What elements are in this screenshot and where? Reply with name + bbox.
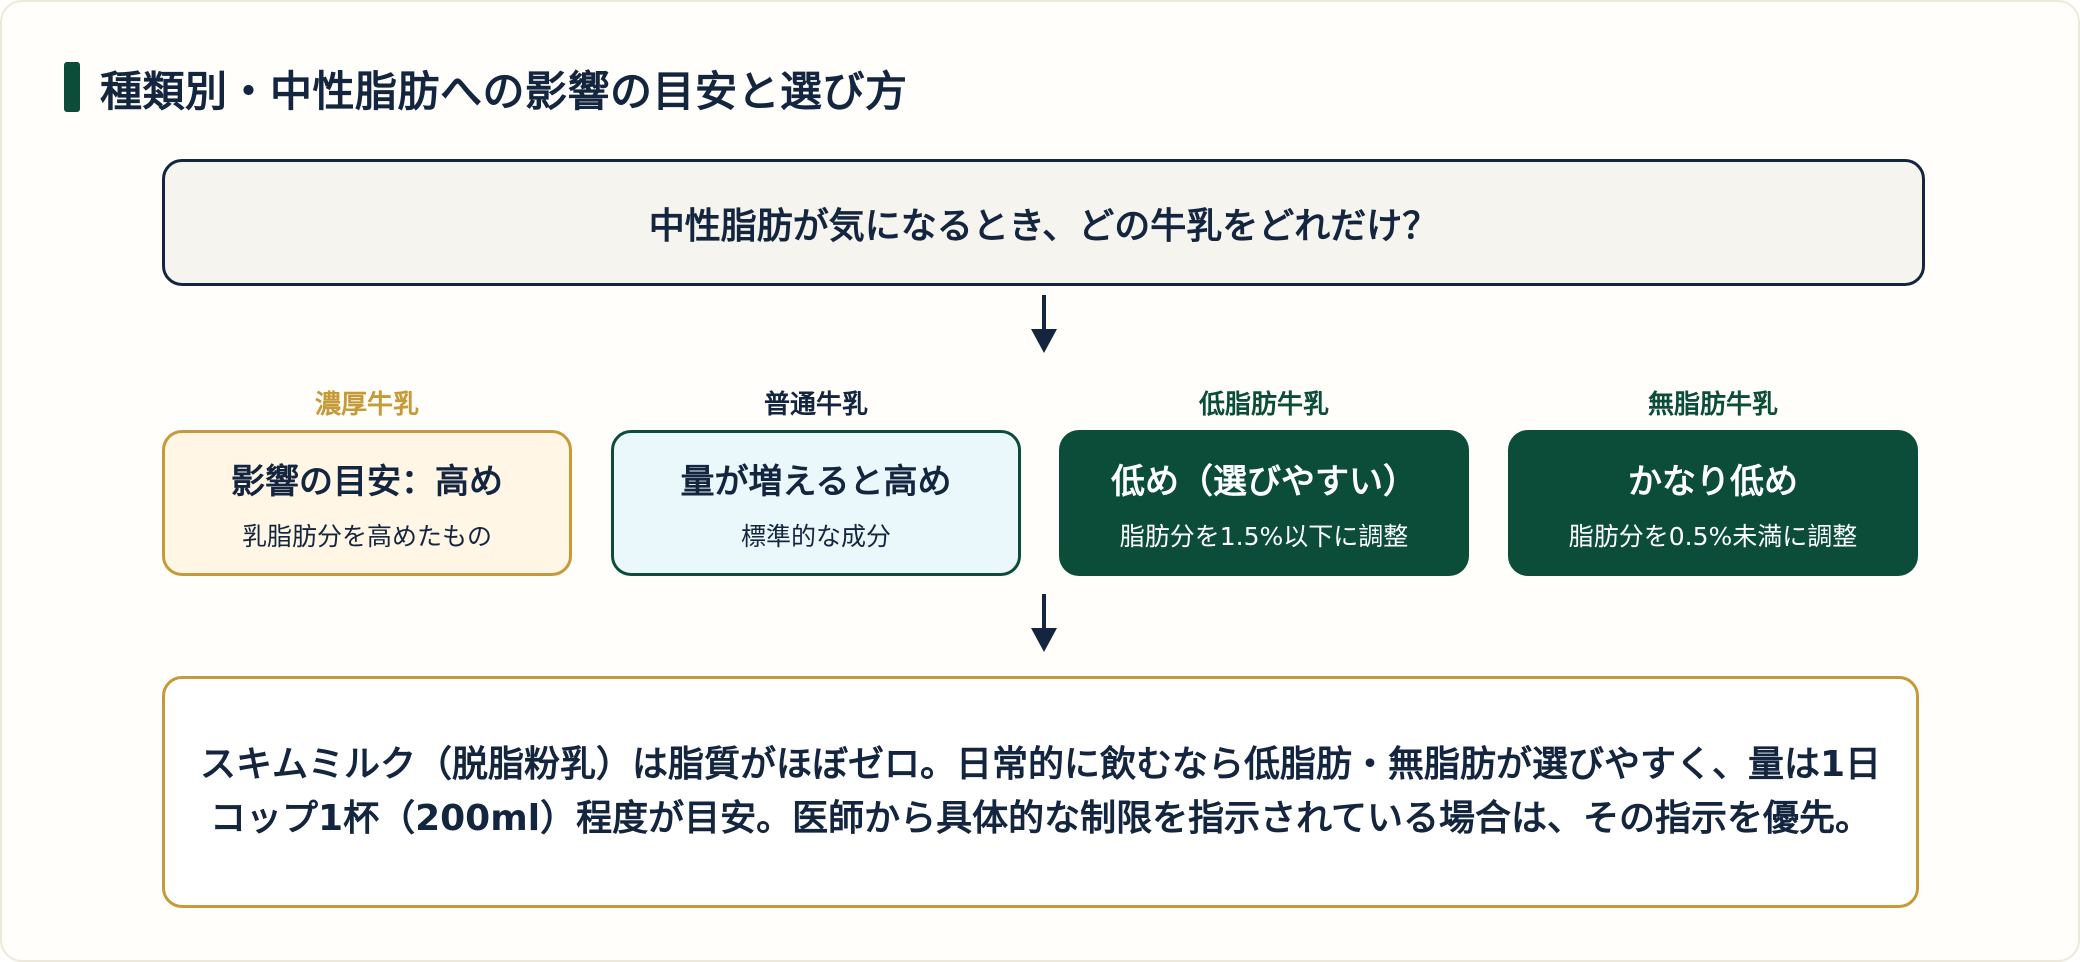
title-accent-bar — [64, 62, 80, 112]
label-rich-milk: 濃厚牛乳 — [314, 390, 419, 420]
rich-milk-box: 影響の目安：高め 乳脂肪分を高めたもの — [162, 430, 572, 576]
label-lowfat-milk: 低脂肪牛乳 — [1198, 390, 1329, 420]
nonfat-milk-impact: かなり低め — [1628, 461, 1798, 502]
arrow-down-icon — [1031, 594, 1057, 652]
advice-note-text: スキムミルク（脱脂粉乳）は脂質がほぼゼロ。日常的に飲むなら低脂肪・無脂肪が選びや… — [199, 744, 1882, 839]
lowfat-milk-desc: 脂肪分を1.5%以下に調整 — [1119, 521, 1409, 551]
rich-milk-desc: 乳脂肪分を高めたもの — [241, 521, 492, 551]
nonfat-milk-box: かなり低め 脂肪分を0.5%未満に調整 — [1508, 430, 1918, 576]
question-box: 中性脂肪が気になるとき、どの牛乳をどれだけ？ — [162, 159, 1925, 286]
regular-milk-desc: 標準的な成分 — [740, 521, 891, 551]
nonfat-milk-desc: 脂肪分を0.5%未満に調整 — [1568, 521, 1858, 551]
regular-milk-impact: 量が増えると高め — [680, 461, 952, 502]
advice-note-box: スキムミルク（脱脂粉乳）は脂質がほぼゼロ。日常的に飲むなら低脂肪・無脂肪が選びや… — [162, 676, 1919, 908]
regular-milk-box: 量が増えると高め 標準的な成分 — [611, 430, 1021, 576]
question-text: 中性脂肪が気になるとき、どの牛乳をどれだけ？ — [648, 205, 1439, 247]
lowfat-milk-impact: 低め（選びやすい） — [1111, 461, 1417, 502]
arrow-down-icon — [1031, 295, 1057, 353]
page-title: 種類別・中性脂肪への影響の目安と選び方 — [100, 67, 908, 116]
rich-milk-impact: 影響の目安：高め — [231, 461, 503, 502]
label-regular-milk: 普通牛乳 — [763, 390, 868, 420]
lowfat-milk-box: 低め（選びやすい） 脂肪分を1.5%以下に調整 — [1059, 430, 1469, 576]
label-nonfat-milk: 無脂肪牛乳 — [1647, 390, 1778, 420]
